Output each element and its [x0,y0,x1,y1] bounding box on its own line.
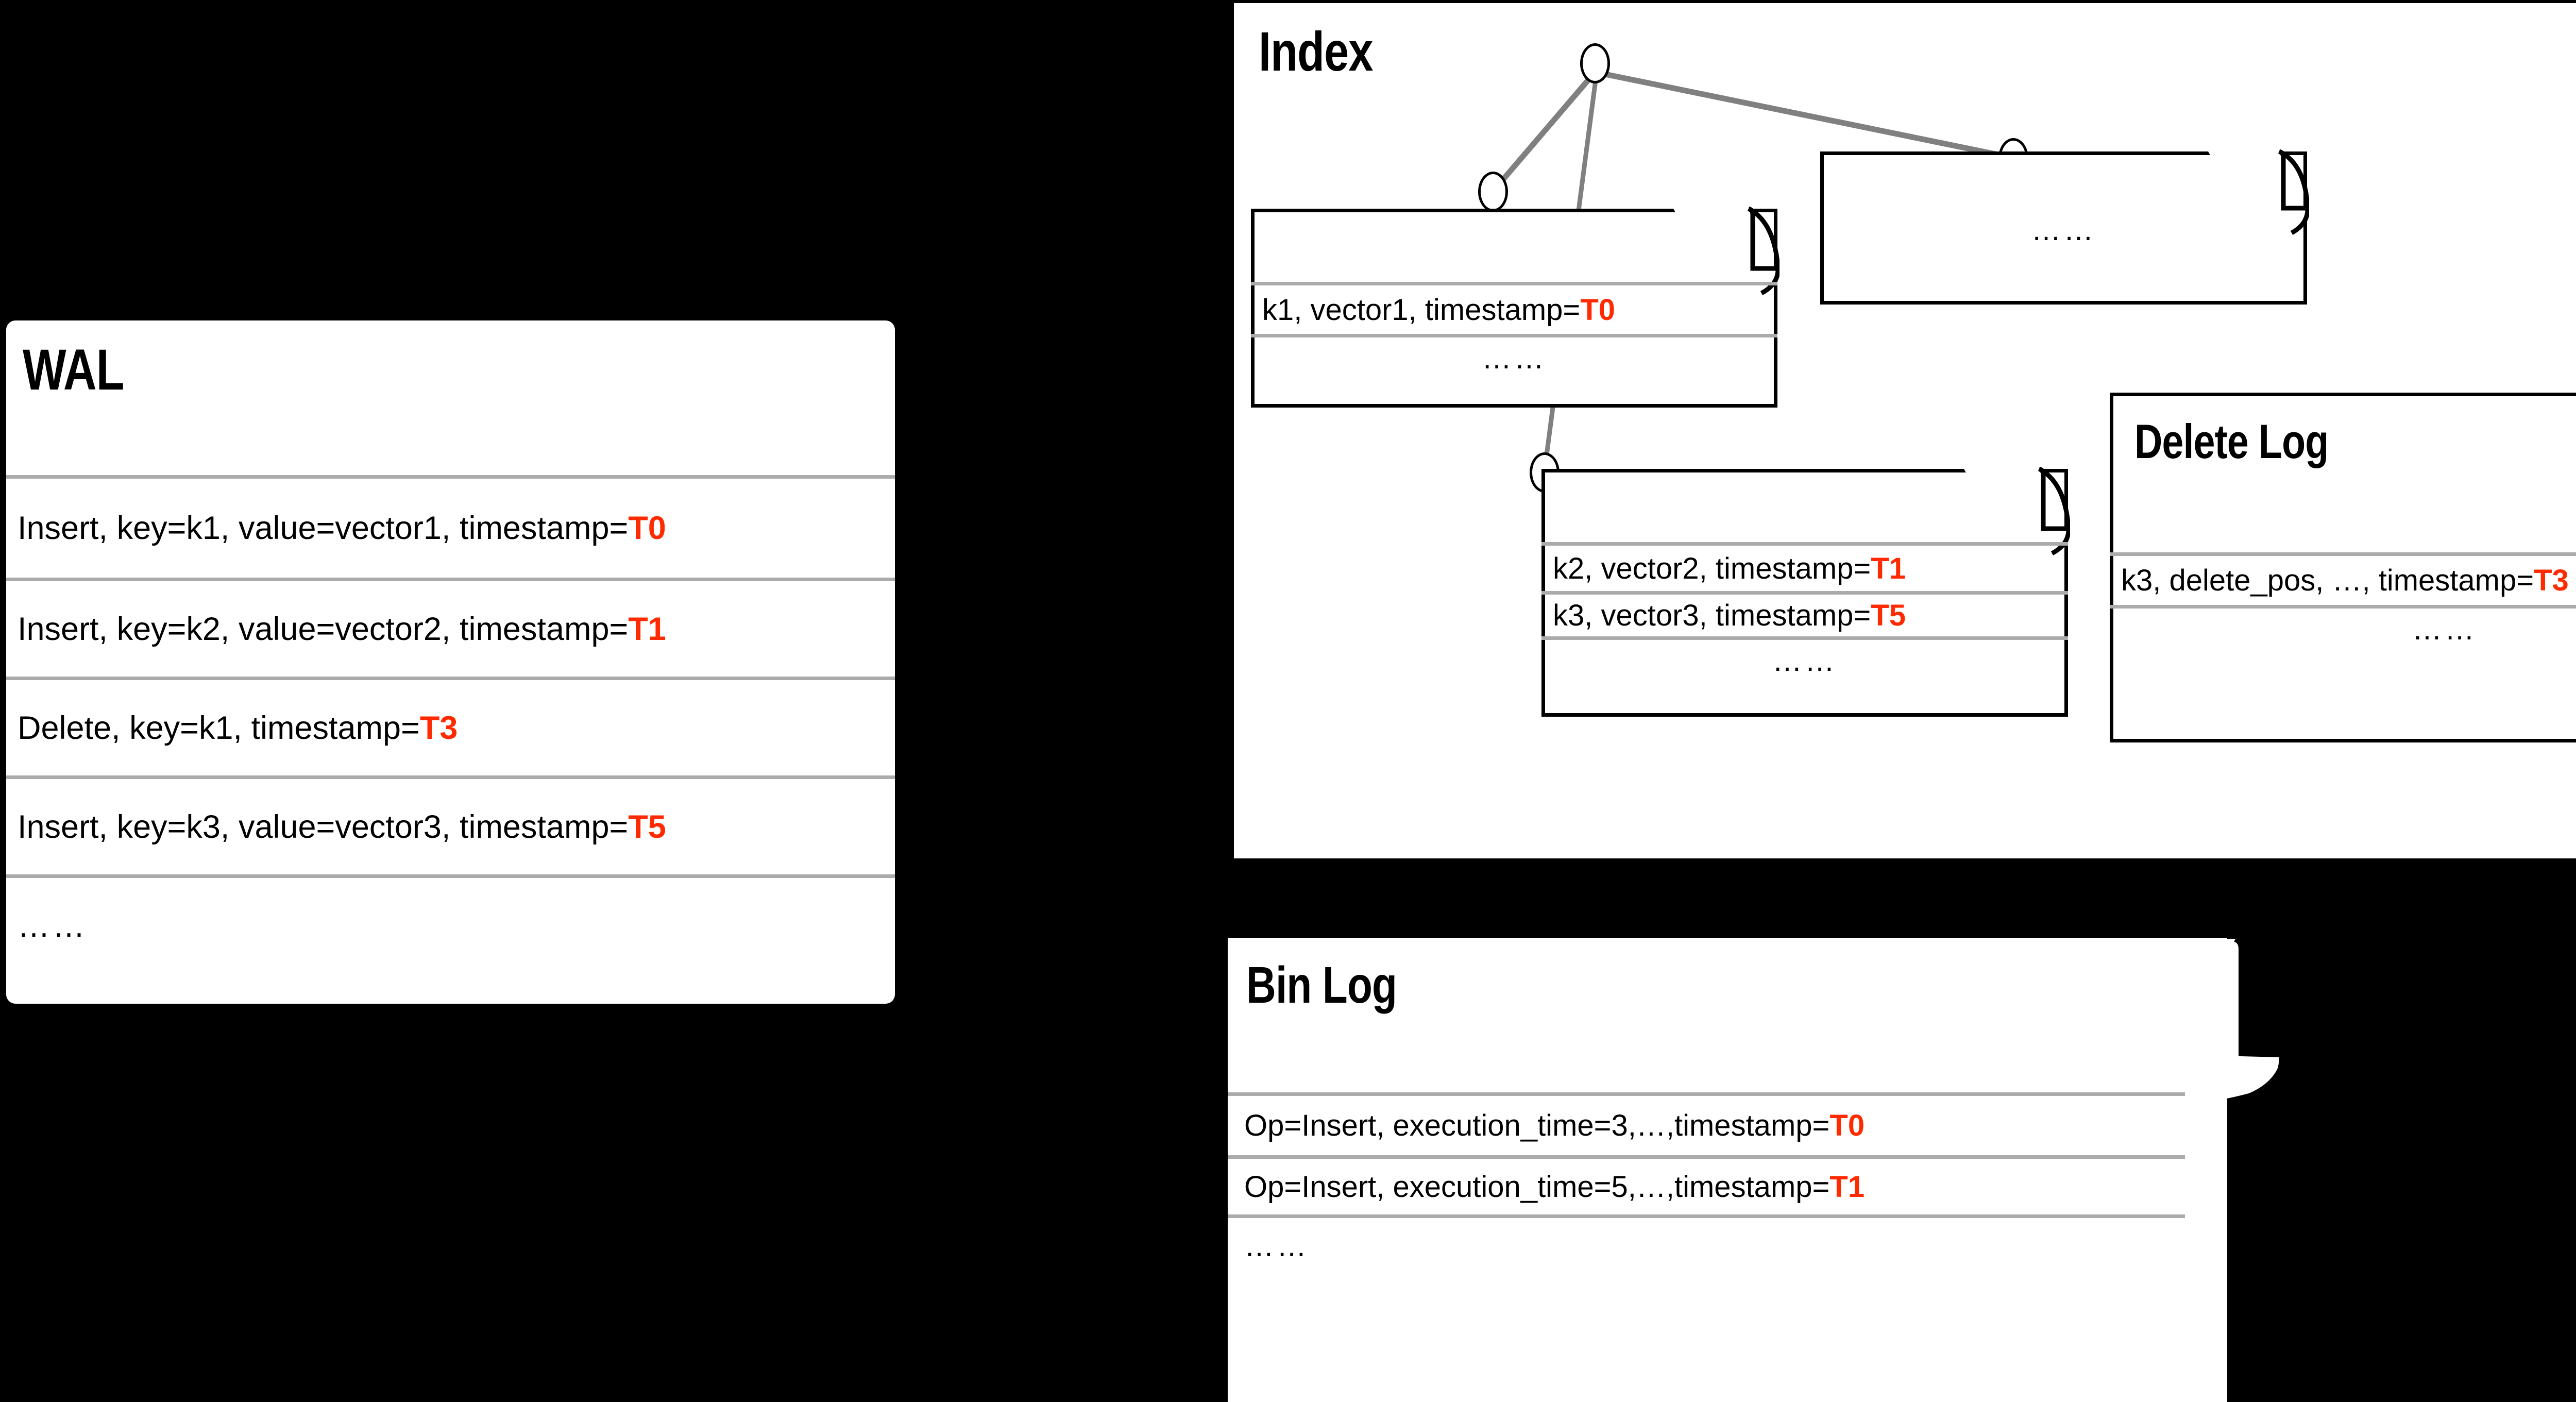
tree-node-root[interactable] [1580,43,1610,83]
delete-log-row-timestamp: T3 [2534,564,2569,597]
wal-row-text: Insert, key=k1, value=vector1, timestamp… [18,510,629,546]
delete-log-row-text: k3, delete_pos, …, timestamp= [2121,564,2534,597]
index-k2k3-row: …… [1541,636,2068,682]
index-k1-row: …… [1251,334,1777,379]
delete-log-row-list: k3, delete_pos, …, timestamp=T3 …… [2110,552,2576,650]
delete-log-card: Delete Log k3, delete_pos, …, timestamp=… [2110,393,2576,742]
card-content: k1, vector1, timestamp=T0 …… [1251,282,1777,379]
index-k2k3-row-list: k2, vector2, timestamp=T1 k3, vector3, t… [1541,542,2068,682]
tree-node-left[interactable] [1478,172,1508,212]
wal-row: Insert, key=k2, value=vector2, timestamp… [6,578,895,677]
index-k1-row: k1, vector1, timestamp=T0 [1251,285,1777,334]
index-leaf-card-right: …… [1820,149,2309,305]
wal-row-timestamp: T1 [628,611,666,647]
index-k2k3-row-text: k3, vector3, timestamp= [1553,599,1871,632]
index-k2k3-row-text: k2, vector2, timestamp= [1553,551,1871,585]
bin-log-row: Op=Insert, execution_time=5,…,timestamp=… [1228,1155,2185,1214]
index-k1-row-list: k1, vector1, timestamp=T0 …… [1251,282,1777,379]
index-k2k3-row: k2, vector2, timestamp=T1 [1541,546,2068,591]
index-right-row: …… [1820,207,2307,252]
wal-panel: WAL Insert, key=k1, value=vector1, times… [6,320,895,1004]
index-k2k3-row-timestamp: T5 [1871,599,1906,632]
index-right-row-text: …… [2031,213,2096,247]
delete-log-row-text: …… [2412,613,2477,646]
card-content: …… [1820,207,2307,252]
card-body [2110,393,2576,742]
bin-log-title: Bin Log [1246,956,1397,1014]
bin-log-row-text: Op=Insert, execution_time=3,…,timestamp= [1244,1109,1830,1142]
page-curl-icon [2143,936,2286,1102]
wal-row: Delete, key=k1, timestamp=T3 [6,677,895,775]
wal-row-timestamp: T3 [419,710,458,746]
wal-row: Insert, key=k3, value=vector3, timestamp… [6,775,895,874]
bin-log-row: Op=Insert, execution_time=3,…,timestamp=… [1228,1096,2185,1155]
delete-log-row: …… [2110,605,2576,650]
wal-row: Insert, key=k1, value=vector1, timestamp… [6,479,895,578]
index-panel: Index k1, vector1, timestamp=T0 [1234,3,2576,858]
index-k1-row-timestamp: T0 [1580,293,1615,327]
wal-row-timestamp: T0 [628,510,666,546]
card-content: k3, delete_pos, …, timestamp=T3 …… [2110,552,2576,650]
index-k2k3-row: k3, vector3, timestamp=T5 [1541,591,2068,636]
wal-row-text: Delete, key=k1, timestamp= [18,710,420,746]
wal-row-text: Insert, key=k2, value=vector2, timestamp… [18,611,629,647]
bin-log-row-text: …… [1244,1229,1309,1263]
bin-log-row: …… [1228,1214,2185,1274]
delete-log-title: Delete Log [2134,414,2329,468]
wal-row: …… [6,874,895,973]
bin-log-row-timestamp: T1 [1829,1170,1865,1204]
index-leaf-card-k1: k1, vector1, timestamp=T0 …… [1251,207,1780,408]
bin-log-row-text: Op=Insert, execution_time=5,…,timestamp= [1244,1170,1830,1204]
wal-row-list: Insert, key=k1, value=vector1, timestamp… [6,475,895,973]
bin-log-panel: Bin Log Op=Insert, execution_time=3,…,ti… [1228,936,2286,1402]
wal-row-timestamp: T5 [628,808,666,845]
wal-row-text: …… [18,907,88,944]
index-k1-row-text: …… [1482,342,1547,375]
delete-log-row: k3, delete_pos, …, timestamp=T3 [2110,556,2576,605]
card-content: k2, vector2, timestamp=T1 k3, vector3, t… [1541,542,2068,682]
index-title: Index [1259,20,1373,82]
index-k1-row-text: k1, vector1, timestamp= [1262,293,1581,327]
index-k2k3-row-text: …… [1772,644,1837,678]
bin-log-row-list: Op=Insert, execution_time=3,…,timestamp=… [1228,1092,2185,1274]
wal-title: WAL [23,337,124,402]
wal-row-text: Insert, key=k3, value=vector3, timestamp… [18,808,629,845]
bin-log-row-timestamp: T0 [1829,1109,1865,1142]
index-k2k3-row-timestamp: T1 [1871,551,1906,585]
index-leaf-card-k2k3: k2, vector2, timestamp=T1 k3, vector3, t… [1541,467,2070,717]
